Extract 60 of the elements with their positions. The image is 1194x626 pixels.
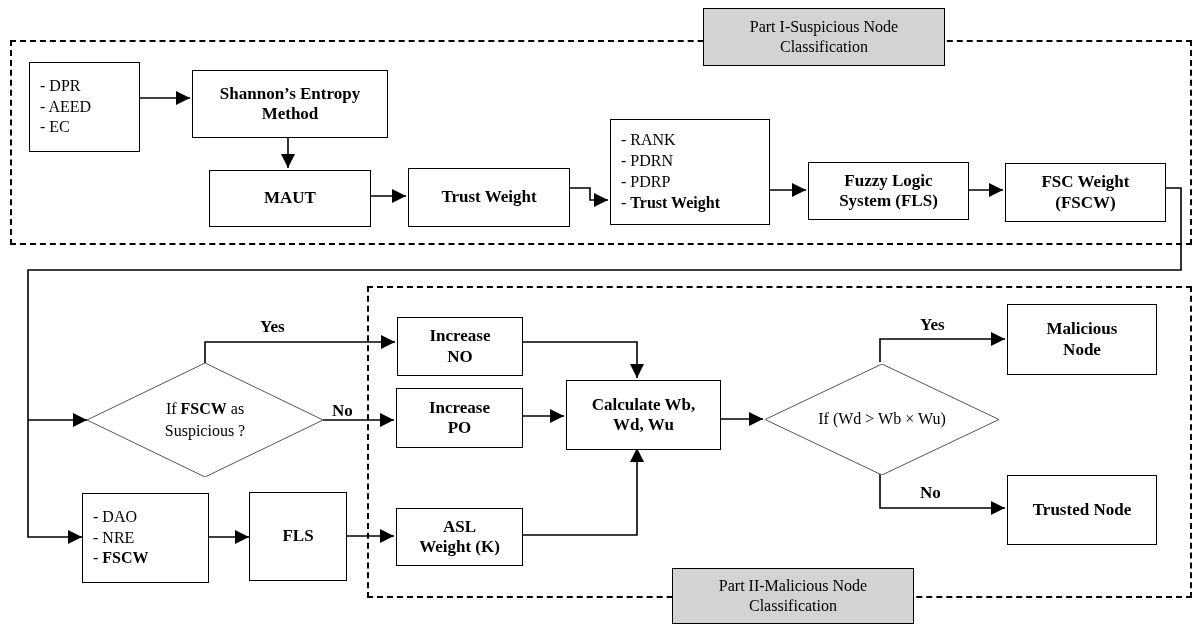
list-box — [610, 119, 770, 225]
process-box — [249, 492, 347, 581]
process-box — [1005, 163, 1166, 222]
process-box — [566, 380, 721, 450]
arrow — [208, 530, 250, 544]
dashed-region — [367, 286, 1192, 598]
list-box — [82, 493, 209, 583]
edge-label: No — [330, 402, 355, 419]
decision-diamond — [87, 363, 323, 477]
process-box — [192, 70, 388, 138]
box-text: Trusted Node — [1032, 499, 1132, 521]
process-box — [808, 162, 969, 220]
arrow — [204, 335, 396, 364]
list-item: - FSCW — [93, 548, 149, 569]
list-item: - DAO — [93, 506, 137, 527]
decision-diamond — [765, 364, 999, 475]
arrow — [346, 529, 395, 543]
box-text: FSC Weight (FSCW) — [1040, 172, 1131, 213]
list-item: - NRE — [93, 527, 135, 548]
box-text: Shannon’s Entropy Method — [218, 83, 362, 125]
process-box — [396, 508, 523, 566]
box-text: Fuzzy Logic System (FLS) — [838, 170, 939, 212]
box-text: Calculate Wb, Wd, Wu — [590, 394, 697, 436]
process-box — [396, 388, 523, 448]
list-item: - PDRP — [621, 172, 671, 192]
box-text: Increase PO — [427, 397, 492, 439]
box-text: FLS — [282, 526, 314, 547]
connector-line — [27, 187, 1182, 421]
list-item: - DPR — [40, 75, 81, 96]
condition-text: If (Wd > Wb × Wu) — [817, 409, 947, 430]
condition-text: If FSCW as Suspicious ? — [163, 398, 247, 442]
list-item: - PDRN — [621, 151, 673, 172]
process-box — [1007, 304, 1157, 375]
dashed-region — [10, 40, 1192, 245]
heading-text: Part II-Malicious Node Classification — [717, 576, 869, 616]
list-item: - EC — [40, 117, 70, 138]
list-item: - Trust Weight — [621, 192, 720, 214]
edge-label: Yes — [258, 318, 287, 335]
process-box — [209, 170, 371, 227]
section-heading — [672, 568, 914, 624]
arrow — [879, 472, 1006, 515]
edge-label: No — [918, 484, 943, 501]
process-box — [1007, 475, 1157, 545]
box-text: Malicious Node — [1045, 319, 1119, 360]
edge-label: Yes — [918, 316, 947, 333]
heading-text: Part I-Suspicious Node Classification — [748, 17, 900, 57]
arrow — [27, 419, 83, 544]
arrow — [27, 413, 88, 427]
process-box — [408, 168, 570, 227]
box-text: MAUT — [264, 188, 316, 209]
box-text: Increase NO — [428, 326, 492, 367]
arrow — [322, 413, 395, 427]
list-item: - AEED — [40, 96, 92, 117]
box-text: Trust Weight — [441, 187, 537, 208]
box-text: ASL Weight (K) — [418, 516, 501, 558]
list-item: - RANK — [621, 130, 676, 151]
section-heading — [703, 8, 945, 66]
list-box — [29, 62, 140, 152]
process-box — [397, 317, 523, 376]
arrow — [879, 332, 1006, 363]
